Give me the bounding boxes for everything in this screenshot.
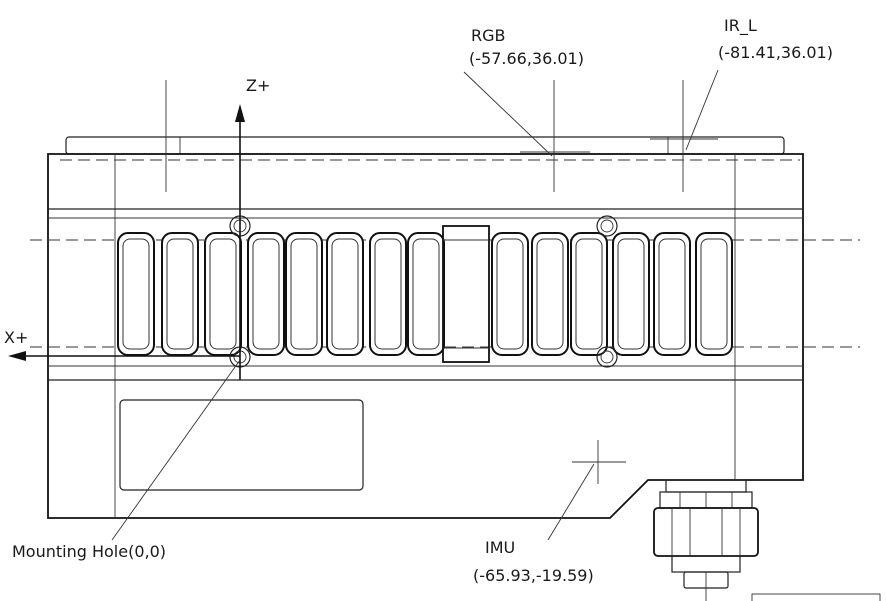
vent-slot — [117, 232, 155, 356]
frame-corner — [751, 593, 881, 601]
vent-slot — [570, 232, 608, 356]
x-axis-label: X+ — [4, 328, 28, 347]
rgb-label: RGB — [471, 26, 506, 45]
crosshair-rgb — [520, 80, 590, 192]
vent-slot — [531, 232, 569, 356]
top-cover-plate — [65, 136, 785, 155]
vent-slot — [369, 232, 407, 356]
x-axis-arrow — [8, 351, 240, 361]
crosshair-ir-l — [650, 80, 718, 192]
vent-slot — [204, 232, 242, 356]
z-axis-label: Z+ — [246, 76, 270, 95]
vent-slot — [161, 232, 199, 356]
imu-label: IMU — [485, 538, 515, 557]
vent-slot — [653, 232, 691, 356]
rgb-coordinates: (-57.66,36.01) — [469, 49, 584, 68]
vent-slot — [407, 232, 445, 356]
vent-slot — [612, 232, 650, 356]
center-clip — [442, 225, 490, 363]
mounting-hole-top-right — [596, 215, 618, 237]
ir-l-label: IR_L — [724, 16, 757, 36]
main-body — [47, 153, 804, 519]
vent-slot — [326, 232, 364, 356]
imu-coordinates: (-65.93,-19.59) — [473, 566, 594, 585]
label-window — [119, 399, 364, 491]
vent-slot — [491, 232, 529, 356]
cable-gland-connector — [653, 479, 759, 601]
ir-l-coordinates: (-81.41,36.01) — [718, 43, 833, 62]
vent-slot — [695, 232, 733, 356]
crosshair-imu — [572, 440, 626, 484]
z-axis-arrow — [235, 104, 245, 380]
mounting-hole-label: Mounting Hole(0,0) — [12, 542, 166, 561]
mounting-hole-bottom-right — [596, 346, 618, 368]
vent-slot — [285, 232, 323, 356]
leader-lines — [111, 69, 719, 541]
vent-slot — [247, 232, 285, 356]
vent-grille — [117, 232, 733, 356]
